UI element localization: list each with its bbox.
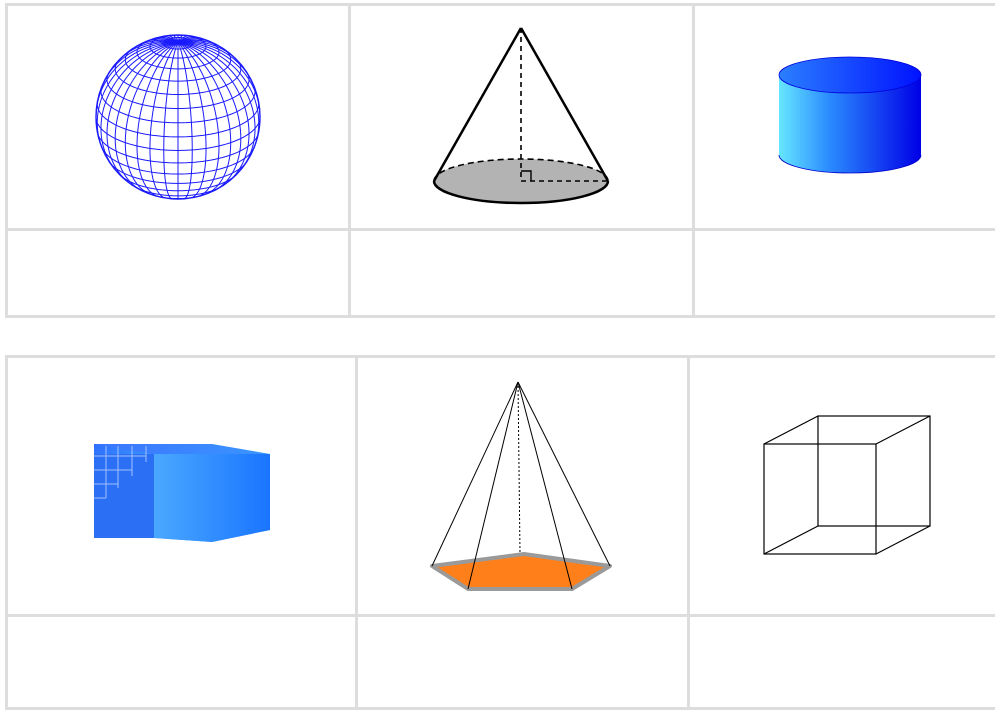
cone-label-cell — [350, 230, 694, 317]
rectangular-prism-icon — [92, 426, 272, 546]
rectangular-prism-label-cell — [7, 616, 357, 709]
sphere-grid-line — [164, 42, 178, 199]
cylinder-cell — [694, 5, 995, 230]
sphere-grid-line — [178, 42, 192, 199]
cube-label-cell — [689, 616, 995, 709]
pentagonal-pyramid-icon — [430, 379, 616, 594]
cylinder-label-cell — [694, 230, 995, 317]
cube-cell — [689, 357, 995, 616]
sphere-cell — [7, 5, 350, 230]
cylinder-icon — [775, 47, 925, 187]
shape-grid-top — [5, 3, 995, 318]
sphere-grid-line — [178, 42, 253, 85]
shape-grid-bottom — [5, 355, 995, 710]
cone-icon — [432, 25, 612, 210]
sphere-label-cell — [7, 230, 350, 317]
pentagonal-pyramid-label-cell — [357, 616, 689, 709]
sphere-grid-line — [103, 42, 178, 85]
pentagonal-pyramid-cell — [357, 357, 689, 616]
cube-wireframe-icon — [762, 414, 934, 558]
cone-cell — [350, 5, 694, 230]
sphere-wireframe-icon — [93, 32, 263, 202]
rectangular-prism-cell — [7, 357, 357, 616]
